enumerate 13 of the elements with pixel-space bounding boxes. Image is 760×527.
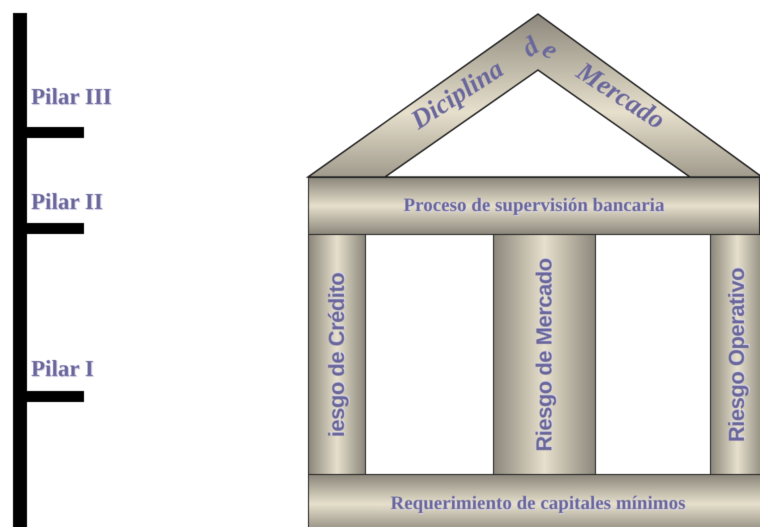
band-label: Requerimiento de capitales mínimos <box>390 493 686 515</box>
pillar-label: Pilar III <box>31 84 112 110</box>
roof-beam <box>308 177 760 235</box>
foundation-base <box>308 474 760 527</box>
pillar-column <box>493 234 596 475</box>
column-label: Riesgo de Mercado <box>532 258 558 452</box>
column-label: iesgo de Crédito <box>324 272 350 437</box>
pillar-label: Pilar I <box>31 356 94 382</box>
column-label: Riesgo Operativo <box>724 267 750 442</box>
pillar-label: Pilar II <box>31 189 103 215</box>
pillar-column <box>710 234 760 475</box>
pillar-column <box>308 234 366 475</box>
band-label: Proceso de supervisión bancaria <box>404 195 664 217</box>
